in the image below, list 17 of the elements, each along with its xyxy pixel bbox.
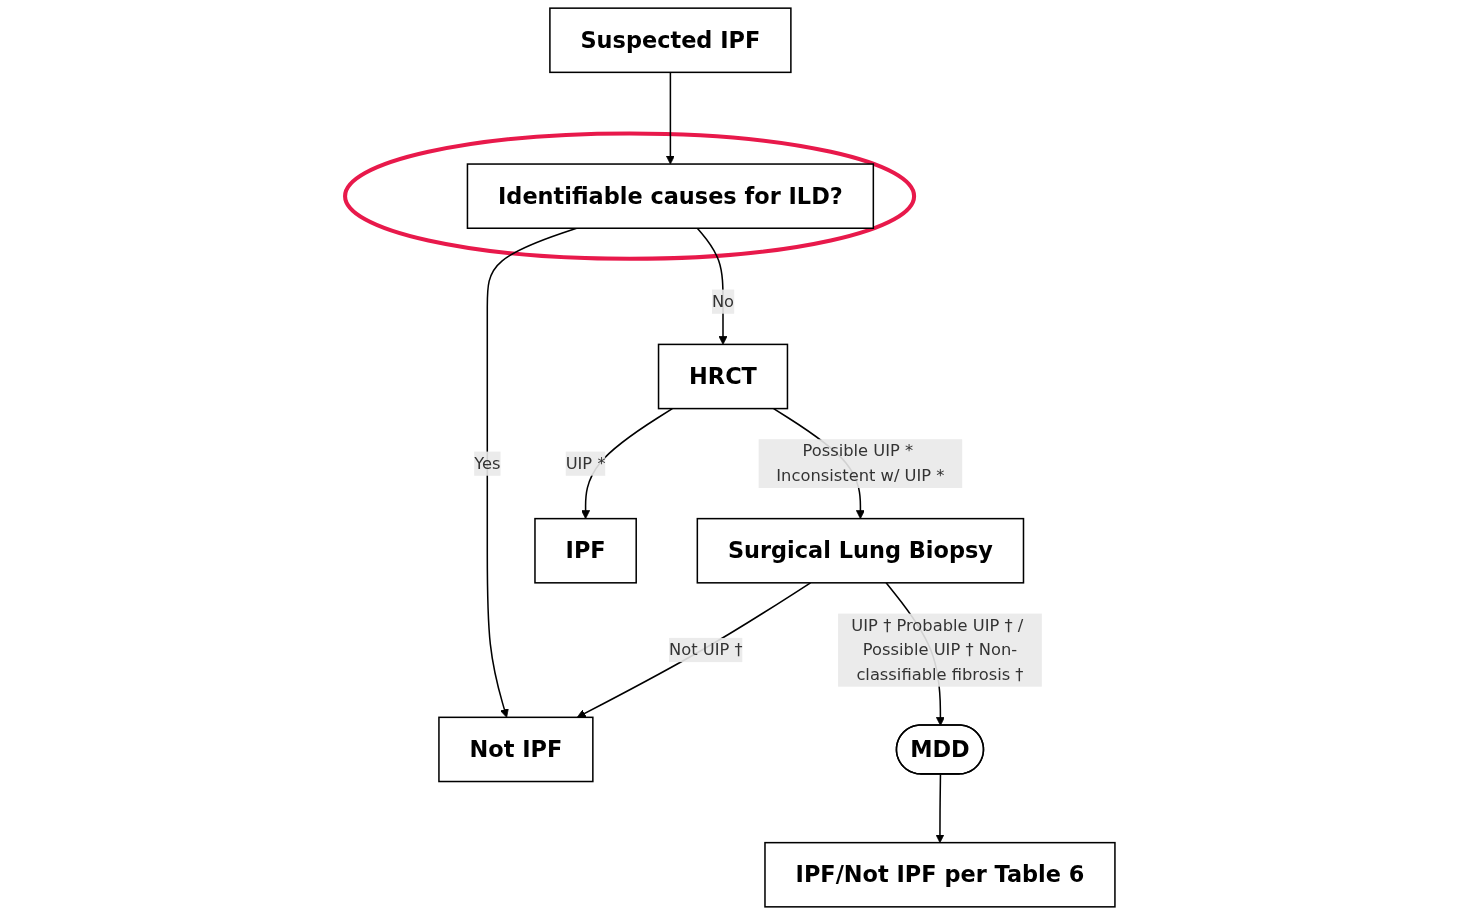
- edge-label: Yes: [474, 453, 501, 473]
- arrow: [576, 582, 812, 718]
- arrow: [665, 71, 675, 165]
- edge-label: Possible UIP * Inconsistent w/ UIP *: [776, 441, 945, 486]
- cluster: [343, 131, 917, 261]
- node-box: IPF/Not IPF per Table 6: [764, 841, 1116, 908]
- edge-label: Not UIP †: [669, 639, 743, 660]
- node-box: HRCT: [657, 343, 789, 410]
- node-box: Suspected IPF: [549, 7, 792, 74]
- node-box: Surgical Lung Biopsy: [696, 517, 1025, 584]
- edge-label: UIP † Probable UIP † / Possible UIP † Non-classifiable fibrosis †: [851, 615, 1024, 684]
- node-box: IPF: [534, 517, 637, 584]
- node-box: Not IPF: [438, 716, 594, 783]
- node-box: Identifiable causes for ILD?: [466, 163, 875, 229]
- edge-label: No: [711, 291, 735, 311]
- arrow: [935, 773, 945, 844]
- edge-label: UIP *: [565, 453, 606, 473]
